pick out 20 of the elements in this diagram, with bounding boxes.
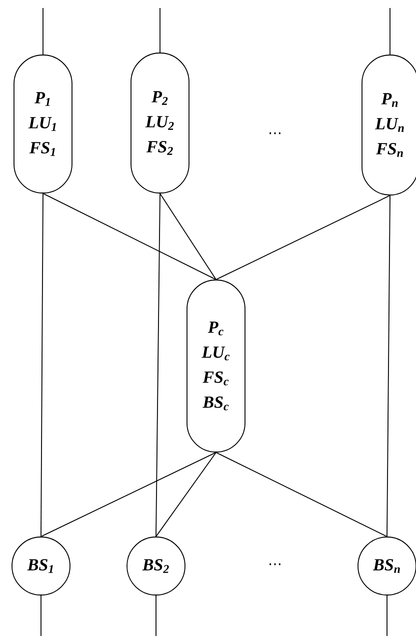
connector-line: [216, 452, 388, 537]
connector-line: [160, 193, 216, 280]
connector-line: [40, 193, 44, 537]
rounded-box: P$_{n}$ LU$_{n}$ FS$_{n}$: [362, 54, 416, 196]
rounded-box: P$_{2}$ LU$_{2}$ FS$_{2}$: [130, 52, 190, 194]
rounded-box: P$_{1}$ LU$_{1}$ FS$_{1}$: [14, 54, 72, 194]
ellipsis-dots: ⋯: [270, 563, 280, 566]
connector-line: [42, 8, 44, 55]
connector-line: [40, 595, 42, 636]
connector-line: [156, 193, 160, 537]
circle-node: BS$_{2}$: [126, 536, 186, 596]
connector-line: [156, 452, 216, 537]
ellipsis-dots: ⋯: [270, 132, 280, 134]
connector-line: [40, 452, 216, 537]
connector-line: [386, 595, 388, 636]
circle-node: BS$_{1}$: [12, 536, 70, 596]
connector-line: [216, 195, 390, 280]
rounded-box: P$_{c}$ LU$_{c}$ FS$_{c}$ BS$_{c}$: [186, 280, 246, 452]
connector-line: [42, 193, 216, 280]
connector-line: [386, 195, 390, 537]
